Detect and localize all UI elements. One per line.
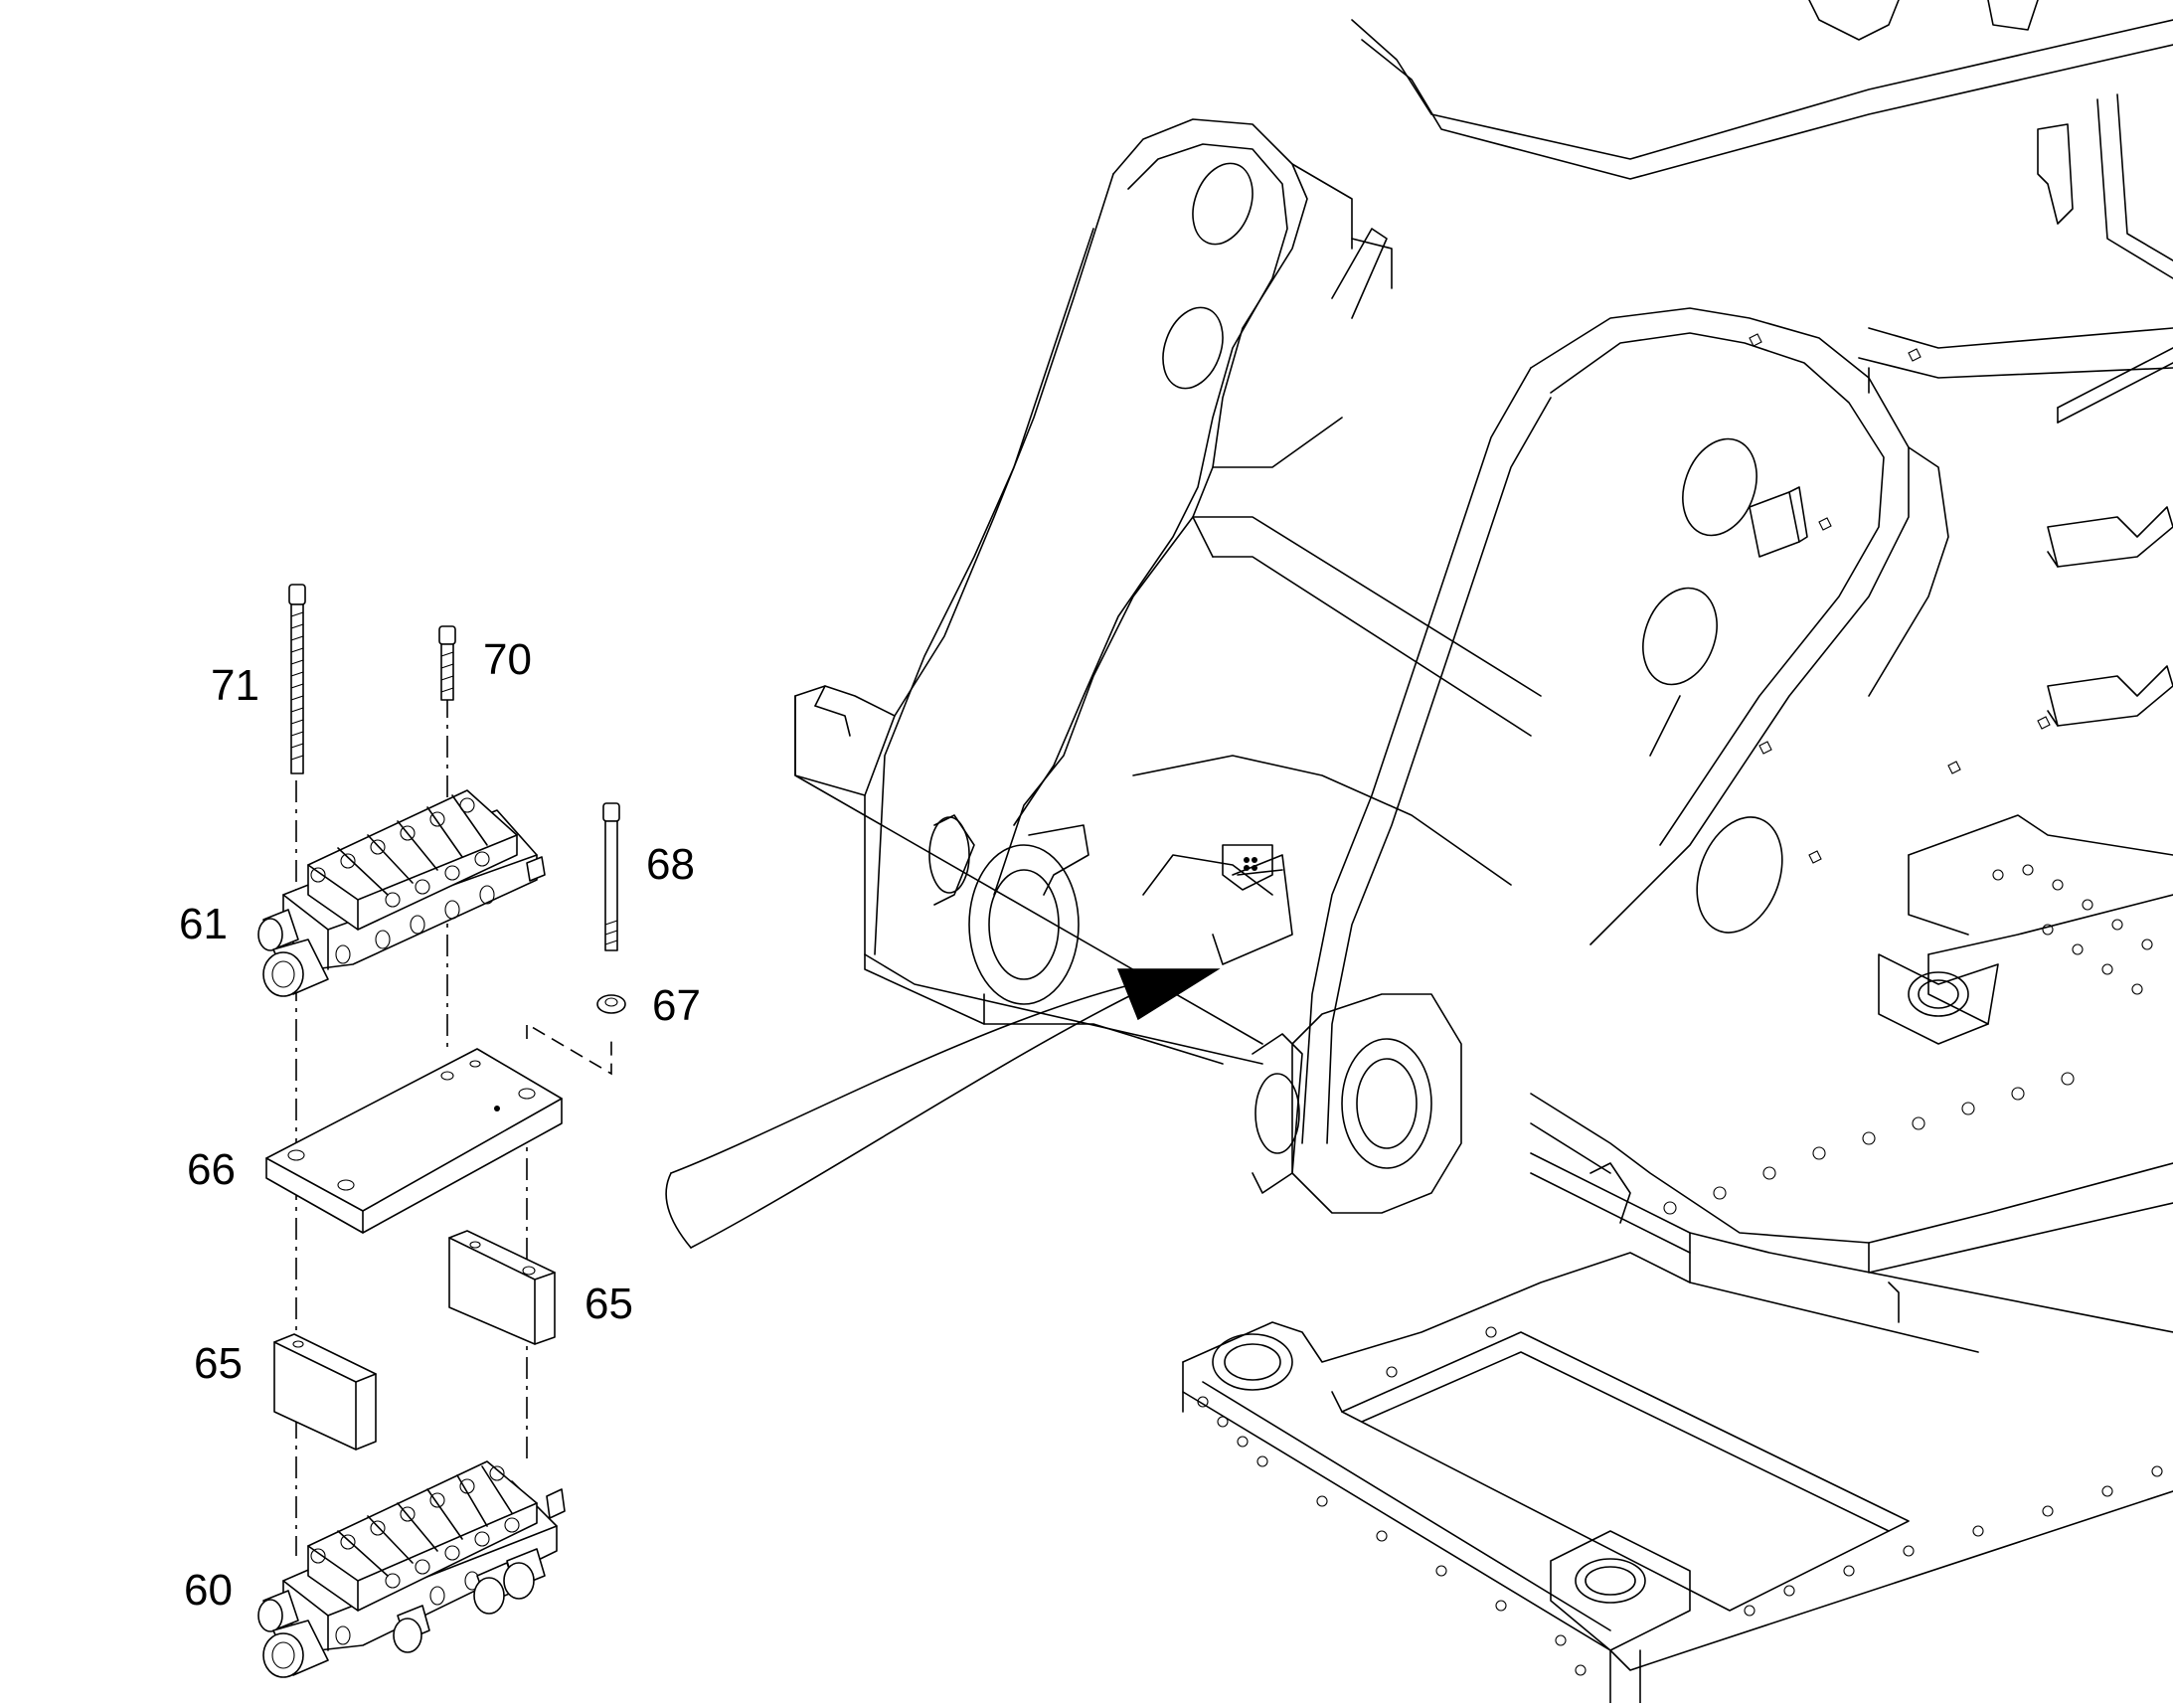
- callout-65-lower: 65: [194, 1339, 243, 1388]
- spacer-block-lower: [273, 1333, 377, 1451]
- mounting-plate: [265, 1048, 563, 1234]
- upper-distribution-block: [257, 789, 546, 997]
- pointer-arrow: [665, 968, 1221, 1249]
- long-socket-bolt: [288, 584, 306, 774]
- callout-67: 67: [652, 981, 701, 1030]
- callout-65-upper: 65: [585, 1280, 633, 1328]
- machine-frame: [794, 0, 2173, 1704]
- callout-66: 66: [187, 1145, 236, 1194]
- spacer-block-upper: [448, 1230, 556, 1345]
- callout-61: 61: [179, 900, 228, 948]
- short-socket-bolt: [438, 625, 456, 701]
- callout-70: 70: [483, 635, 532, 684]
- lower-distribution-block: [257, 1460, 566, 1678]
- washer: [596, 994, 626, 1014]
- callout-71: 71: [211, 661, 259, 710]
- socket-bolt: [602, 802, 620, 951]
- callout-60: 60: [184, 1566, 233, 1615]
- callout-68: 68: [646, 840, 695, 889]
